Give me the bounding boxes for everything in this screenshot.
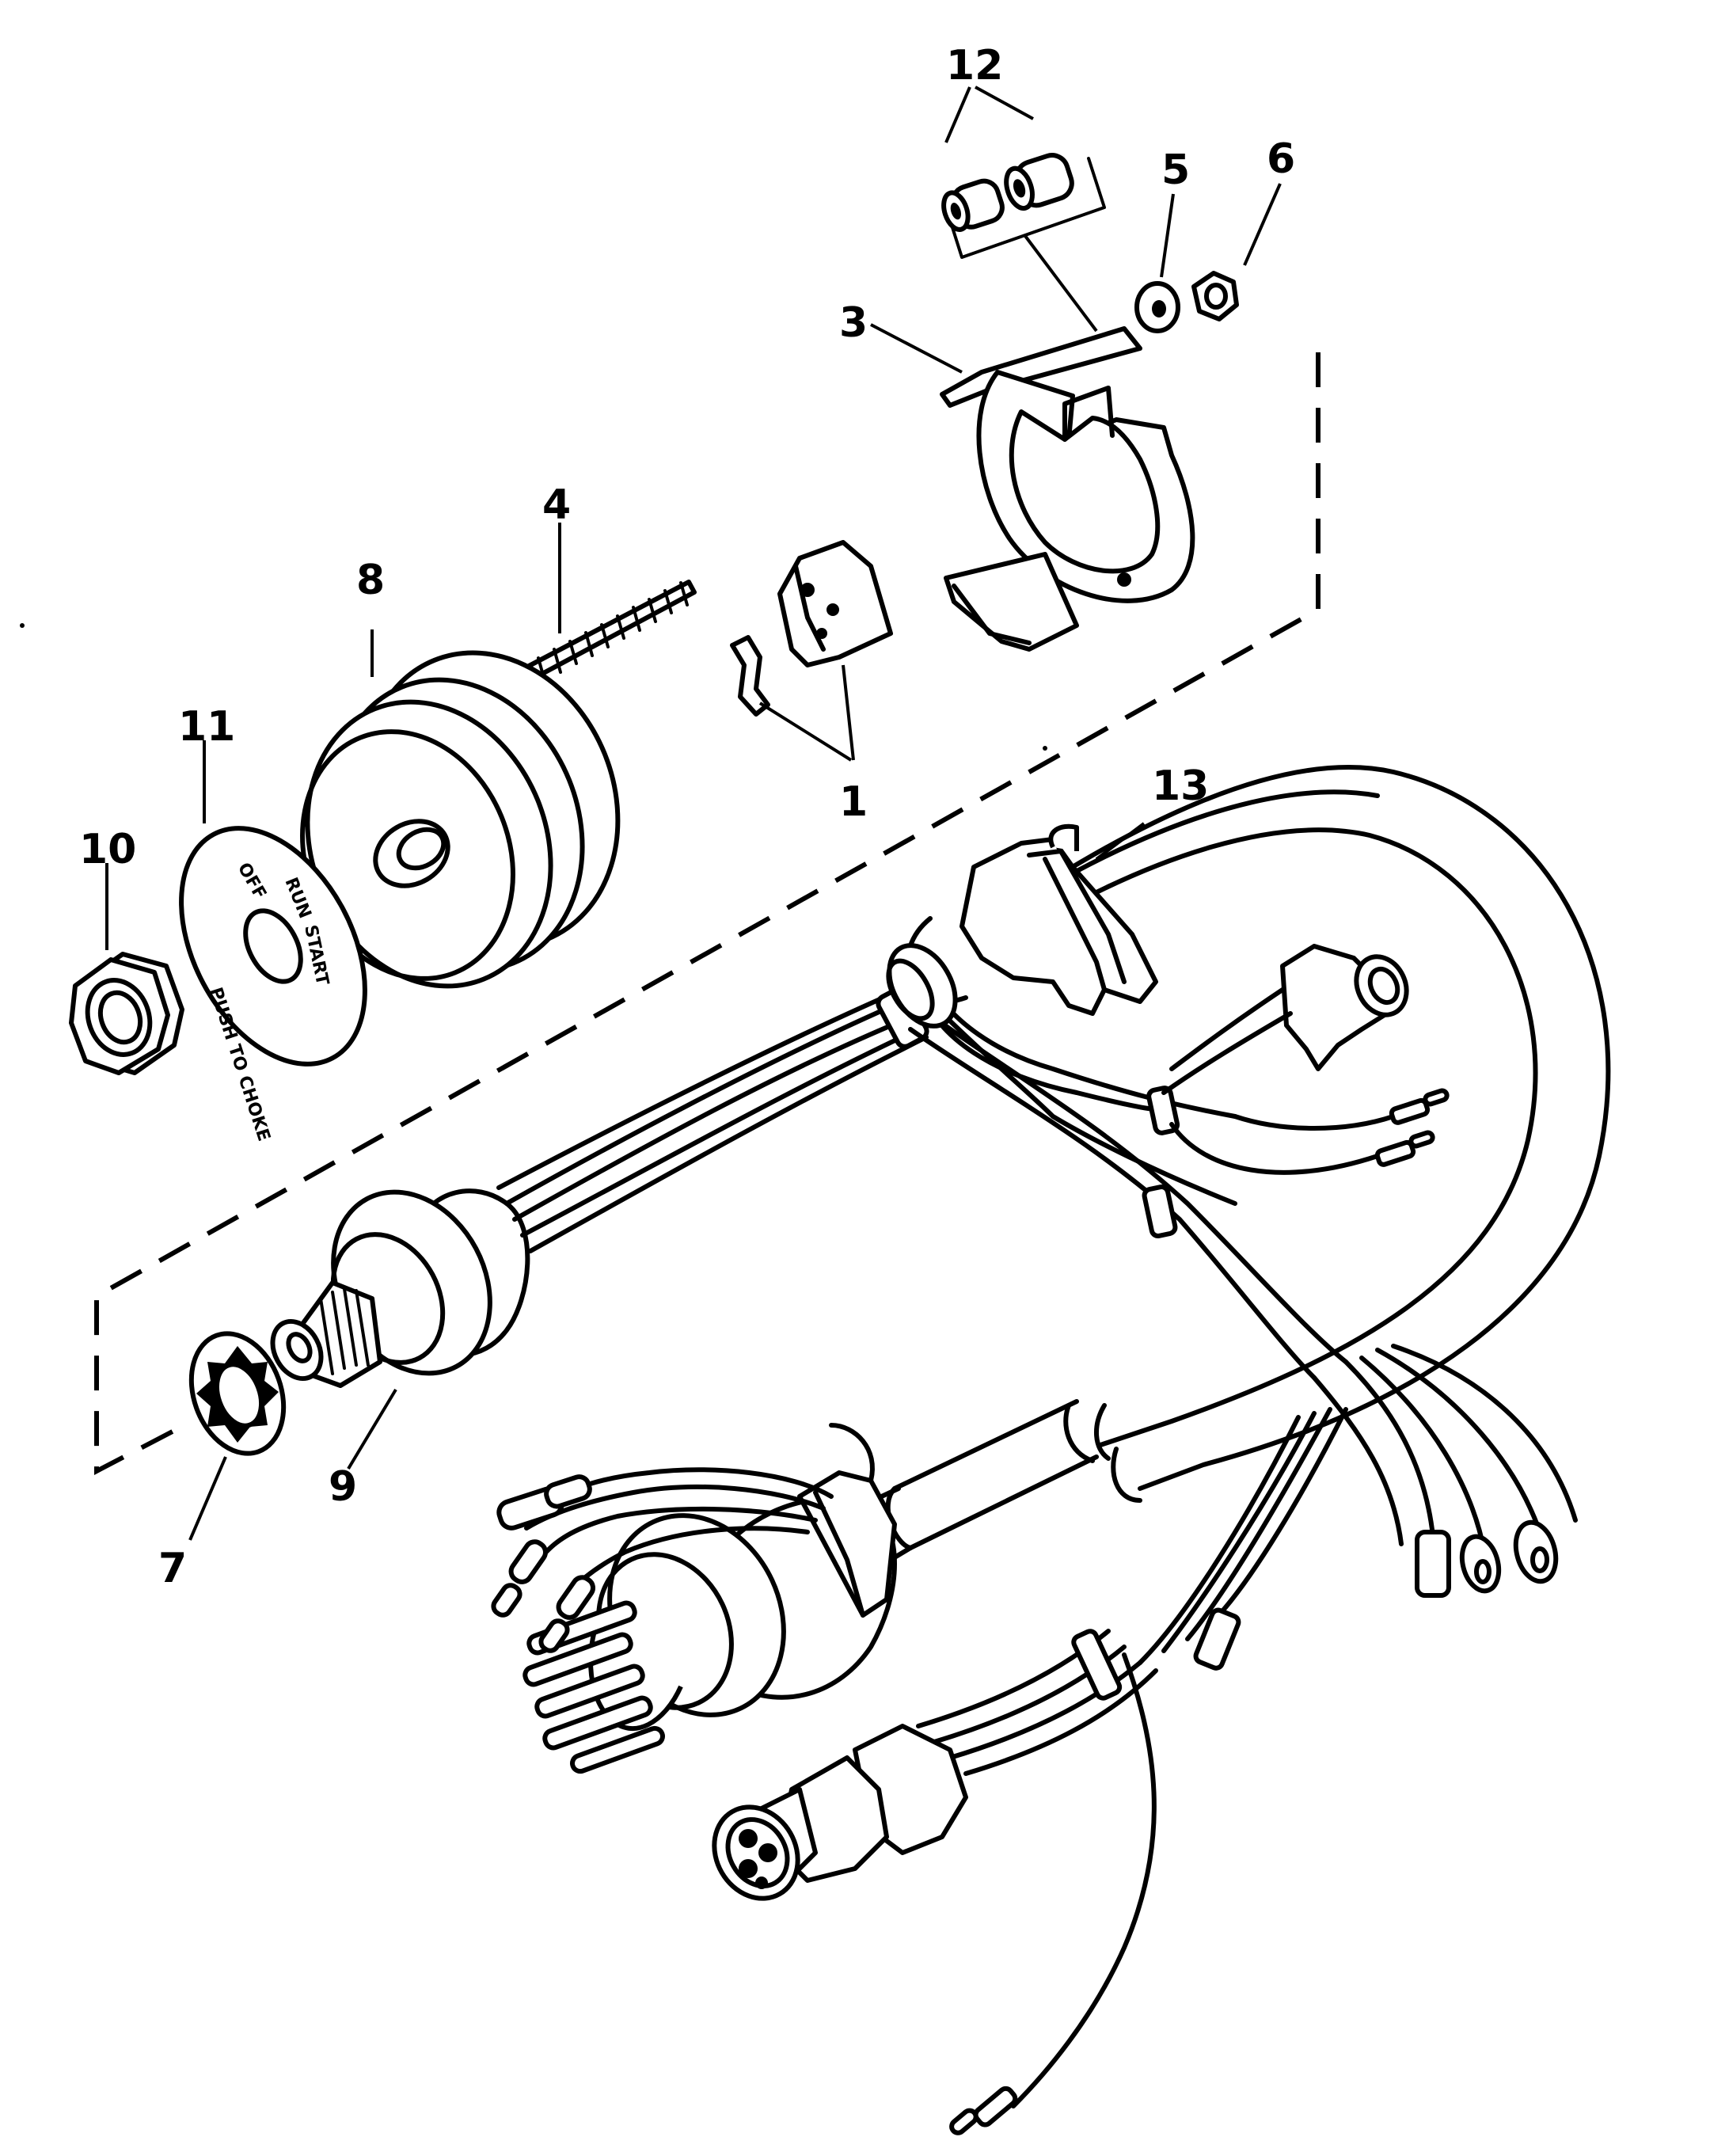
bullet-terminal-upper [1389, 1088, 1450, 1125]
callout-7: 7 [158, 1545, 187, 1592]
left-bullet-terminals [491, 1474, 595, 1653]
callout-3: 3 [839, 299, 868, 347]
bullet-terminal-lower [1374, 1130, 1435, 1167]
callout-10: 10 [79, 826, 136, 873]
callout-12: 12 [946, 42, 1003, 89]
part-3-mounting-bracket [870, 323, 1195, 652]
part-5-washer [1134, 281, 1180, 333]
callout-1: 1 [839, 778, 868, 826]
callout-5: 5 [1161, 146, 1190, 194]
callout-13: 13 [1152, 762, 1209, 810]
part-6-nut [1191, 271, 1239, 321]
part-13-wiring-harness [491, 765, 1611, 2135]
part-12-bushings [941, 153, 1106, 333]
callout-4: 4 [542, 481, 571, 529]
part-8-switch-housing [300, 629, 621, 989]
part-9-key-switch [270, 1188, 530, 1470]
part-1-contact-and-clip [730, 540, 893, 762]
dashed-assembly-outline [94, 352, 1320, 1475]
callout-8: 8 [356, 557, 385, 604]
callout-11: 11 [178, 703, 235, 751]
eyelet-terminals [1415, 1519, 1559, 1598]
callout-labels: 12 5 6 3 4 8 1 13 11 10 9 7 [79, 42, 1295, 1592]
callout-6: 6 [1267, 135, 1295, 183]
callout-9: 9 [329, 1463, 357, 1511]
part-10-nut [69, 863, 184, 1075]
part-7-star-lock-washer [188, 1331, 287, 1541]
